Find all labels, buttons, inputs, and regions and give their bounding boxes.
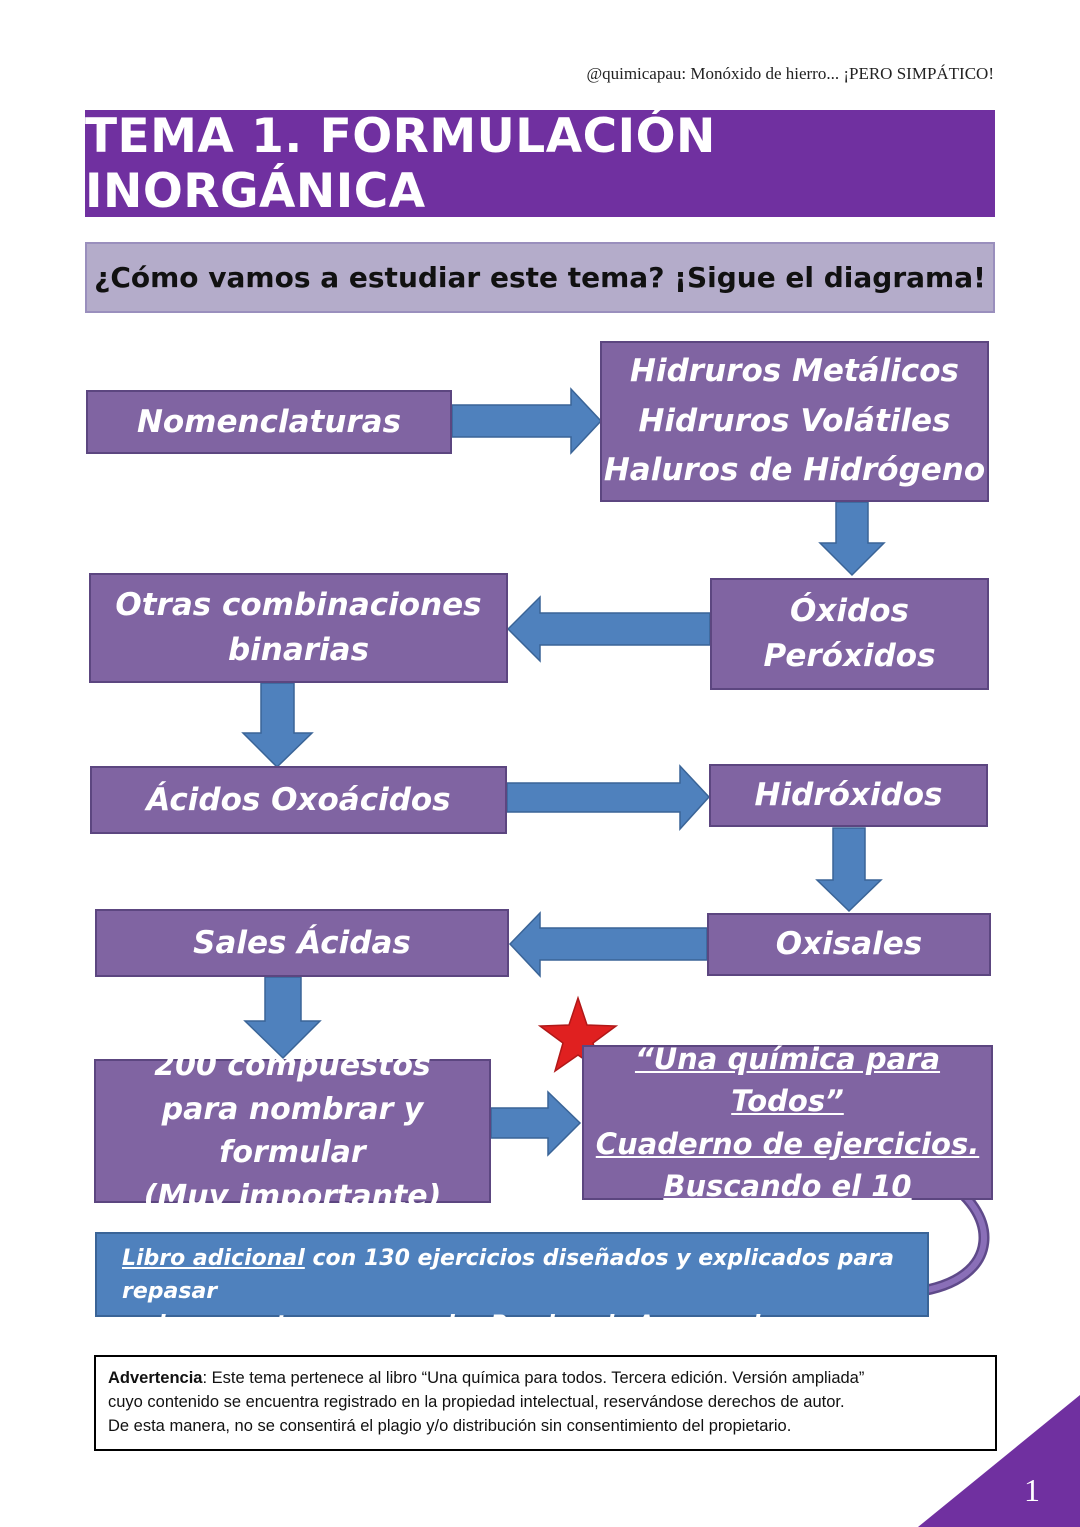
header-tag: @quimicapau: Monóxido de hierro... ¡PERO… xyxy=(586,64,994,83)
diagram-subtitle: ¿Cómo vamos a estudiar este tema? ¡Sigue… xyxy=(85,242,995,313)
box-hidroxidos: Hidróxidos xyxy=(709,764,988,827)
box-line: Otras combinaciones xyxy=(115,587,482,624)
box-label: Oxisales xyxy=(775,926,923,963)
arrow-down-1 xyxy=(818,501,886,577)
arrow-right-1 xyxy=(451,387,603,455)
warning-line: De esta manera, no se consentirá el plag… xyxy=(108,1417,792,1436)
page-title: TEMA 1. FORMULACIÓN INORGÁNICA xyxy=(85,109,995,219)
box-oxidos: Óxidos Peróxidos xyxy=(710,578,989,690)
corner-triangle xyxy=(918,1395,1080,1527)
arrow-down-3 xyxy=(815,827,883,913)
box-acidos-oxoacidos: Ácidos Oxoácidos xyxy=(90,766,507,834)
arrow-down-2 xyxy=(241,682,314,769)
warning-line: cuyo contenido se encuentra registrado e… xyxy=(108,1393,845,1412)
box-line: (Muy importante) xyxy=(143,1178,442,1214)
arrow-right-2 xyxy=(506,764,711,831)
extra-book-line: cada concepto y preparar las Pruebas de … xyxy=(122,1312,776,1370)
box-line: Hidruros Metálicos xyxy=(630,353,959,390)
box-label: Sales Ácidas xyxy=(193,924,411,961)
copyright-warning: Advertencia: Este tema pertenece al libr… xyxy=(94,1355,997,1451)
box-line: 200 compuestos xyxy=(154,1048,431,1083)
box-otras-combinaciones: Otras combinaciones binarias xyxy=(89,573,508,683)
cuaderno-line[interactable]: “Una química para Todos” xyxy=(634,1042,941,1119)
box-line: Peróxidos xyxy=(763,638,936,674)
libro-adicional-link[interactable]: Libro adicional xyxy=(122,1246,305,1271)
box-label: Nomenclaturas xyxy=(136,403,402,440)
warning-label: Advertencia xyxy=(108,1369,203,1387)
box-line: Haluros de Hidrógeno xyxy=(603,452,986,489)
box-nomenclaturas: Nomenclaturas xyxy=(86,390,452,454)
box-line: binarias xyxy=(227,632,370,668)
arrow-left-2 xyxy=(508,911,708,978)
box-line: Hidruros Volátiles xyxy=(638,402,951,439)
warning-line: Advertencia: Este tema pertenece al libr… xyxy=(108,1366,983,1390)
arrow-right-3 xyxy=(490,1090,582,1157)
page-number: 1 xyxy=(1024,1472,1040,1508)
box-line: para nombrar y formular xyxy=(161,1091,424,1171)
cuaderno-line[interactable]: Buscando el 10 xyxy=(663,1168,912,1203)
box-cuaderno-link[interactable]: “Una química para Todos” Cuaderno de eje… xyxy=(582,1042,993,1203)
extra-book-line: Libro adicional con 130 ejercicios diseñ… xyxy=(122,1242,927,1308)
box-hidruros: Hidruros Metálicos Hidruros Volátiles Ha… xyxy=(600,341,989,502)
star-icon xyxy=(537,995,619,1073)
box-label: Ácidos Oxoácidos xyxy=(146,781,451,818)
box-line: Óxidos xyxy=(790,593,909,630)
extra-book-text: con 130 ejercicios diseñados y explicado… xyxy=(122,1246,894,1304)
warning-text: : Este tema pertenece al libro “Una quím… xyxy=(202,1369,865,1387)
extra-book-banner: Libro adicional con 130 ejercicios diseñ… xyxy=(95,1232,929,1370)
box-200-compuestos: 200 compuestos para nombrar y formular (… xyxy=(94,1048,491,1214)
box-oxisales: Oxisales xyxy=(707,913,991,976)
cuaderno-line[interactable]: Cuaderno de ejercicios. xyxy=(595,1126,980,1161)
arrow-down-4 xyxy=(243,976,322,1060)
arrow-left-1 xyxy=(506,595,711,663)
box-sales-acidas: Sales Ácidas xyxy=(95,909,509,977)
box-label: Hidróxidos xyxy=(754,777,943,814)
